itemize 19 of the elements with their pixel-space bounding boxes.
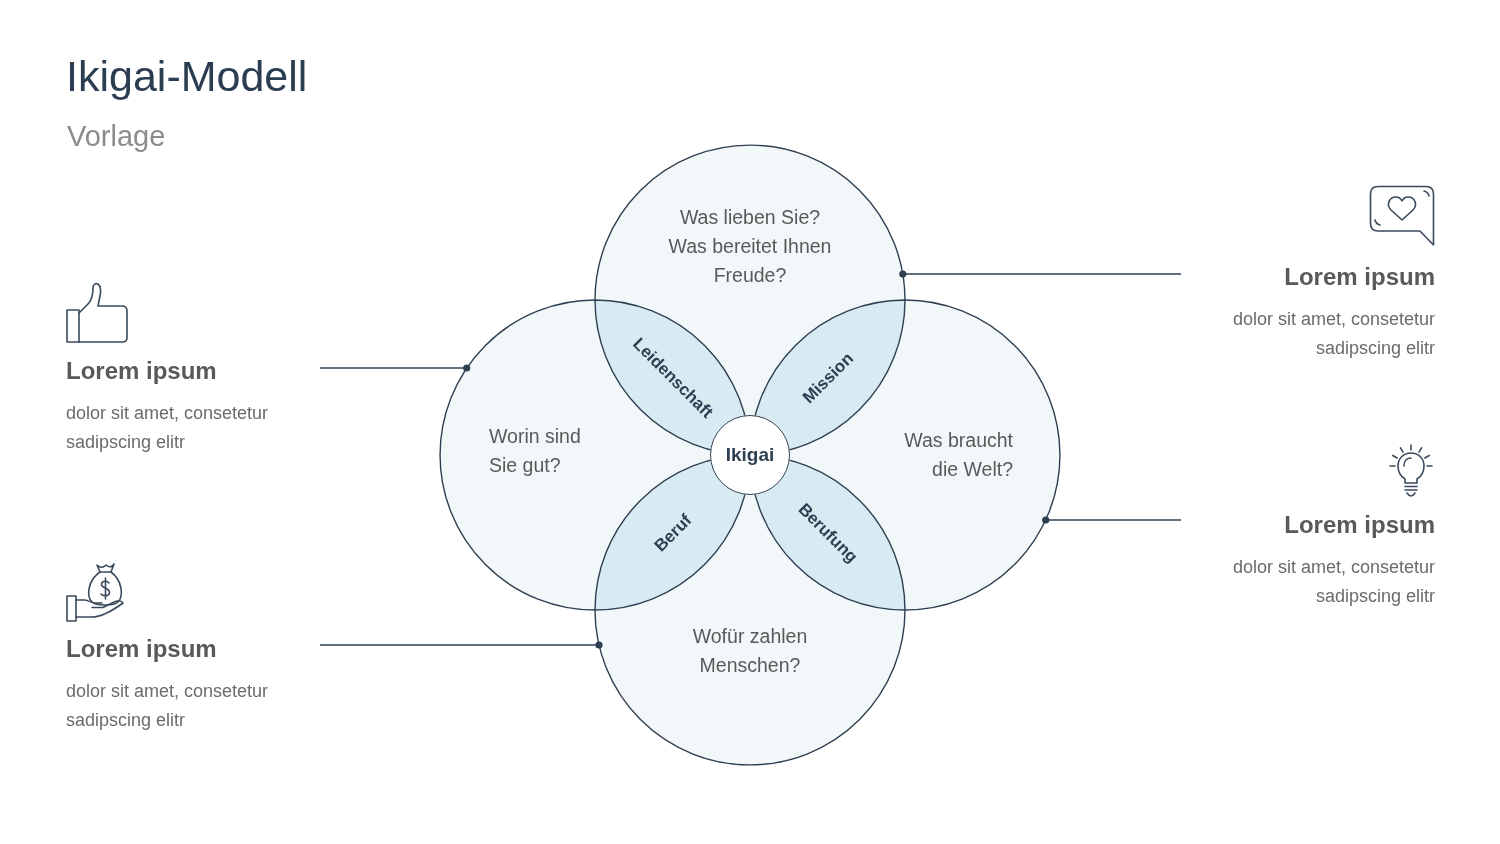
leader-line <box>319 364 471 372</box>
circle-question: Was lieben Sie? Was bereitet Ihnen Freude? <box>667 205 833 288</box>
title: Ikigai-Modell <box>66 51 308 102</box>
leader-line <box>319 641 603 649</box>
circle-question: Was braucht die Welt? <box>903 428 1013 482</box>
block-text: dolor sit amet, consetetur sadipscing elitr <box>66 680 270 732</box>
block-heading: Lorem ipsum <box>66 635 217 663</box>
block-text: dolor sit amet, consetetur sadipscing elitr <box>1231 556 1435 608</box>
leader-line <box>1042 516 1182 524</box>
block-heading: Lorem ipsum <box>66 357 217 385</box>
center-label: Ikigai <box>725 444 775 466</box>
circle-question: Wofür zahlen Menschen? <box>691 624 809 678</box>
block-text: dolor sit amet, consetetur sadipscing elitr <box>66 402 270 454</box>
block-heading: Lorem ipsum <box>1284 511 1435 539</box>
block-heading: Lorem ipsum <box>1284 263 1435 291</box>
subtitle: Vorlage <box>67 119 166 154</box>
circle-question: Worin sind Sie gut? <box>489 424 582 478</box>
leader-line <box>899 270 1182 278</box>
block-text: dolor sit amet, consetetur sadipscing elitr <box>1231 308 1435 360</box>
